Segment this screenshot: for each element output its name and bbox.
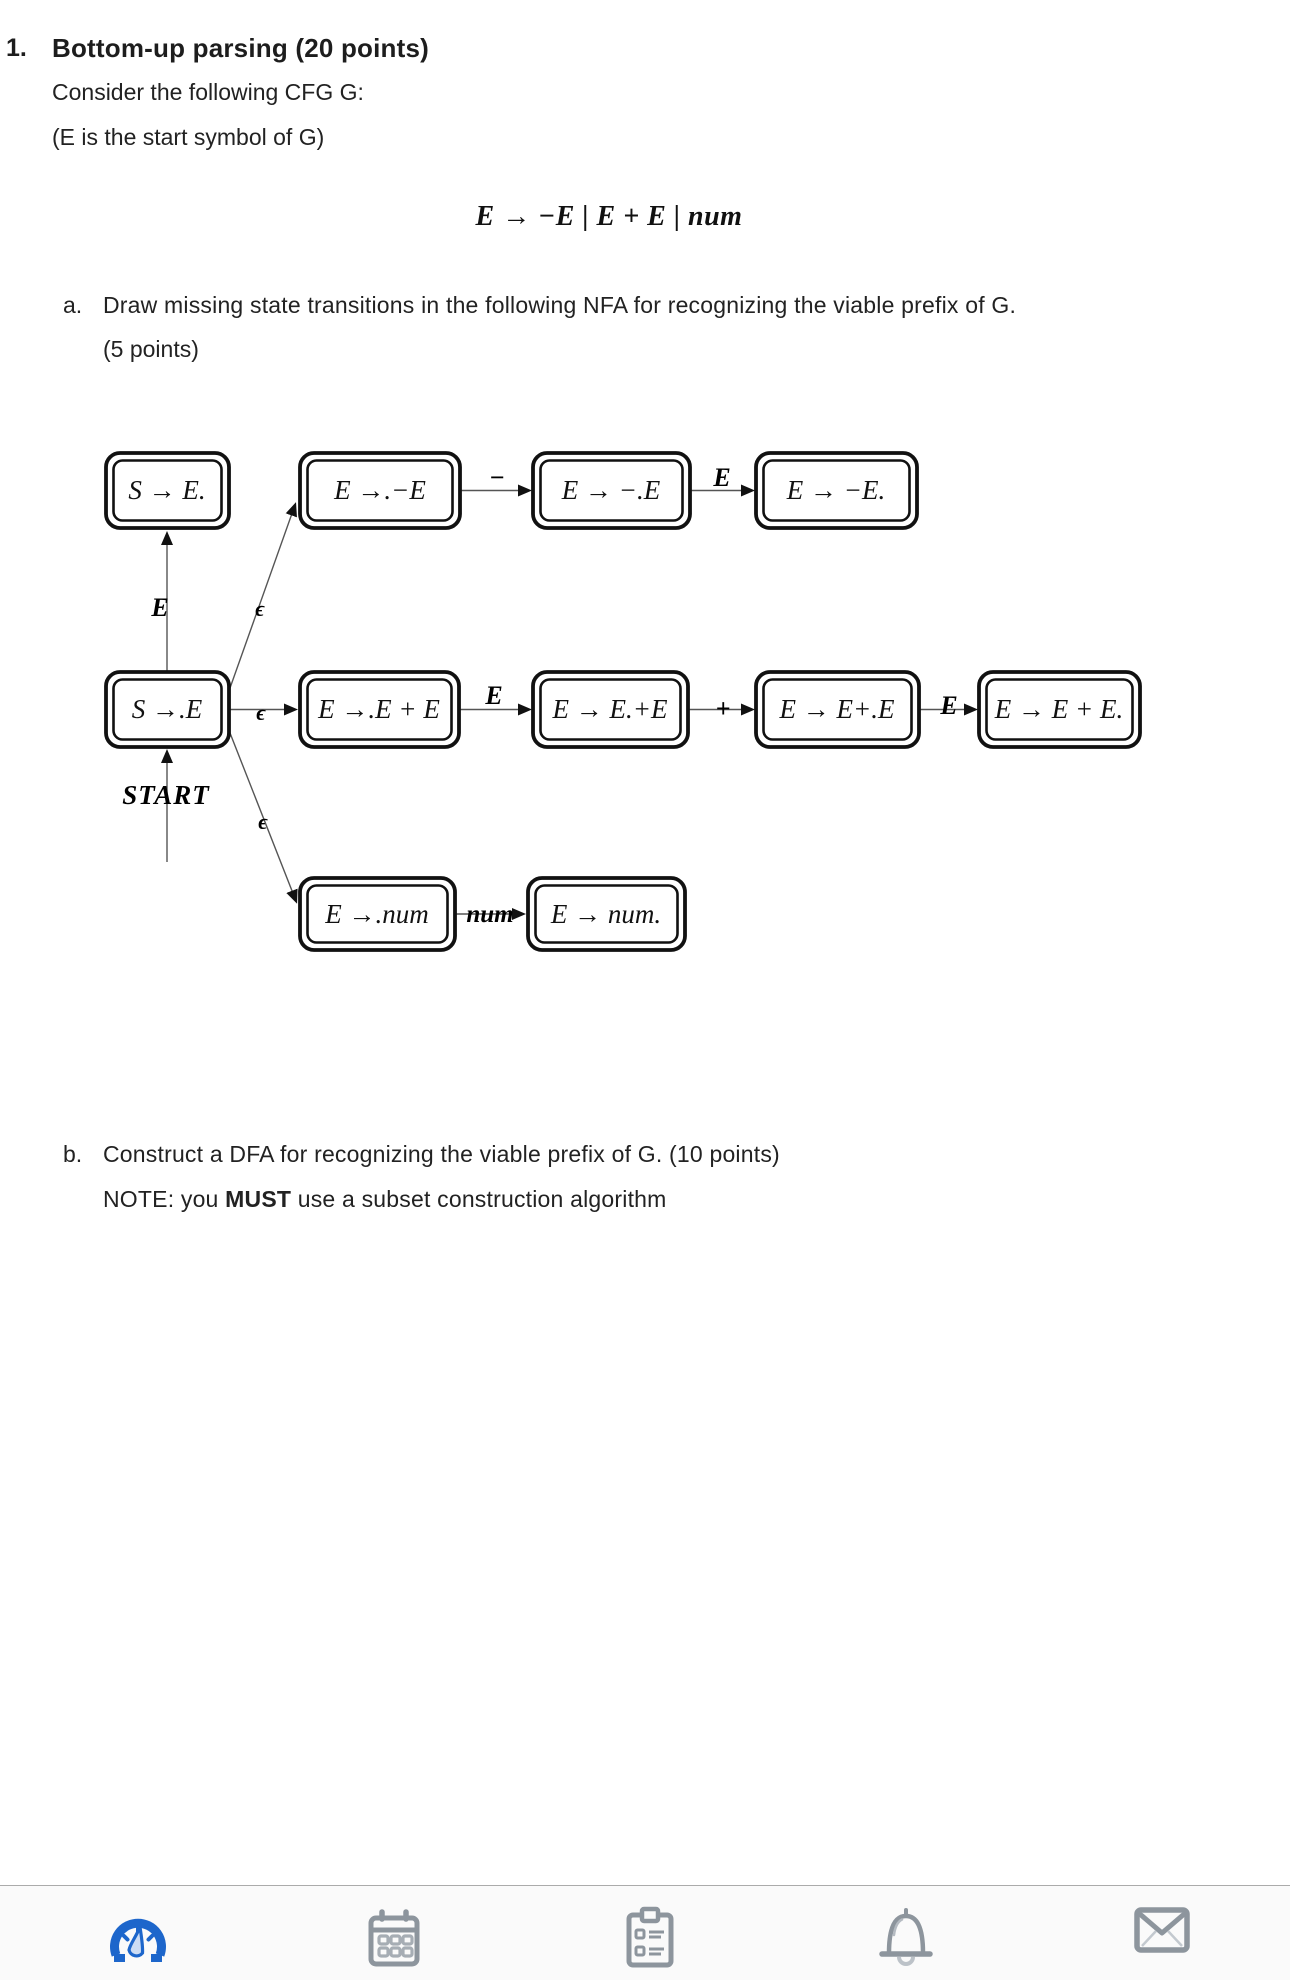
transition-label-e-vertical: E [150,593,168,622]
part-b-text: Construct a DFA for recognizing the viab… [103,1141,780,1167]
svg-text:E → E+.E: E → E+.E [779,694,895,724]
part-a-label: a. [63,292,83,318]
intro-line-2: (E is the start symbol of G) [52,124,325,150]
part-a-text: Draw missing state transitions in the fo… [103,292,1017,318]
transition-label-epsilon-down: ϵ [258,809,268,834]
grammar-formula: E → −E | E + E | num [475,201,743,232]
clipboard-icon [626,1906,674,1968]
note-suffix: use a subset construction algorithm [291,1186,667,1212]
transition-label-e-row2a: E [484,681,502,710]
state-e-to-dot-num: E →.num [298,876,457,952]
question-number: 1. [6,34,27,62]
state-e-to-minus-dot-e: E → −.E [531,451,692,530]
transition-label-epsilon-up: ϵ [255,596,265,621]
start-label: START [122,780,210,810]
bottom-toolbar [0,1885,1290,1980]
state-s-to-dot-e: S →.E [104,670,231,749]
transition-label-plus: + [716,694,731,723]
toolbar-tasks-button[interactable] [522,1886,778,1980]
svg-text:S →.E: S →.E [132,694,203,724]
state-e-to-dot-minus-e: E →.−E [298,451,462,530]
svg-text:E → E.+E: E → E.+E [552,694,668,724]
svg-text:E → num.: E → num. [550,899,661,929]
toolbar-dashboard-button[interactable] [10,1886,266,1980]
svg-text:E → −.E: E → −.E [561,475,661,505]
mail-icon [1134,1907,1190,1953]
state-e-to-minus-e-dot: E → −E. [754,451,919,530]
note-bold: MUST [225,1186,292,1212]
state-e-to-e-dot-plus-e: E → E.+E [531,670,690,749]
svg-text:E →.−E: E →.−E [333,475,426,505]
bell-icon [879,1908,933,1966]
state-e-to-e-plus-dot-e: E → E+.E [754,670,921,749]
transition-label-e-row2b: E [939,691,957,720]
speedometer-icon [110,1918,166,1962]
svg-text:E → E + E.: E → E + E. [994,694,1123,724]
intro-line-1: Consider the following CFG G: [52,79,364,105]
state-e-to-dot-e-plus-e: E →.E + E [298,670,461,749]
transition-label-minus: − [489,463,505,492]
edge-eps-down [229,732,298,904]
toolbar-mail-button[interactable] [1034,1886,1290,1980]
svg-text:E →.E + E: E →.E + E [317,694,440,724]
part-a-points: (5 points) [103,336,199,362]
state-s-to-e-dot: S → E. [104,451,231,530]
state-e-to-num-dot: E → num. [526,876,687,952]
note-prefix: NOTE: you [103,1186,226,1212]
toolbar-notifications-button[interactable] [778,1886,1034,1980]
nfa-diagram: E ϵ − E ϵ E + E ϵ num START S → E. E →.−… [104,451,1142,952]
calendar-icon [368,1909,420,1967]
transition-label-num: num [466,901,513,928]
part-b-label: b. [63,1141,83,1167]
part-b-note: NOTE: you MUST use a subset construction… [103,1186,667,1213]
svg-text:S → E.: S → E. [128,475,205,505]
edge-eps-up [229,502,297,689]
toolbar-calendar-button[interactable] [266,1886,522,1980]
transition-label-e-row1: E [712,463,730,492]
state-e-to-e-plus-e-dot: E → E + E. [977,670,1142,749]
transition-label-epsilon-mid: ϵ [256,700,266,725]
question-title: Bottom-up parsing (20 points) [52,33,429,63]
svg-text:E →.num: E →.num [324,899,429,929]
svg-text:E → −E.: E → −E. [786,475,885,505]
